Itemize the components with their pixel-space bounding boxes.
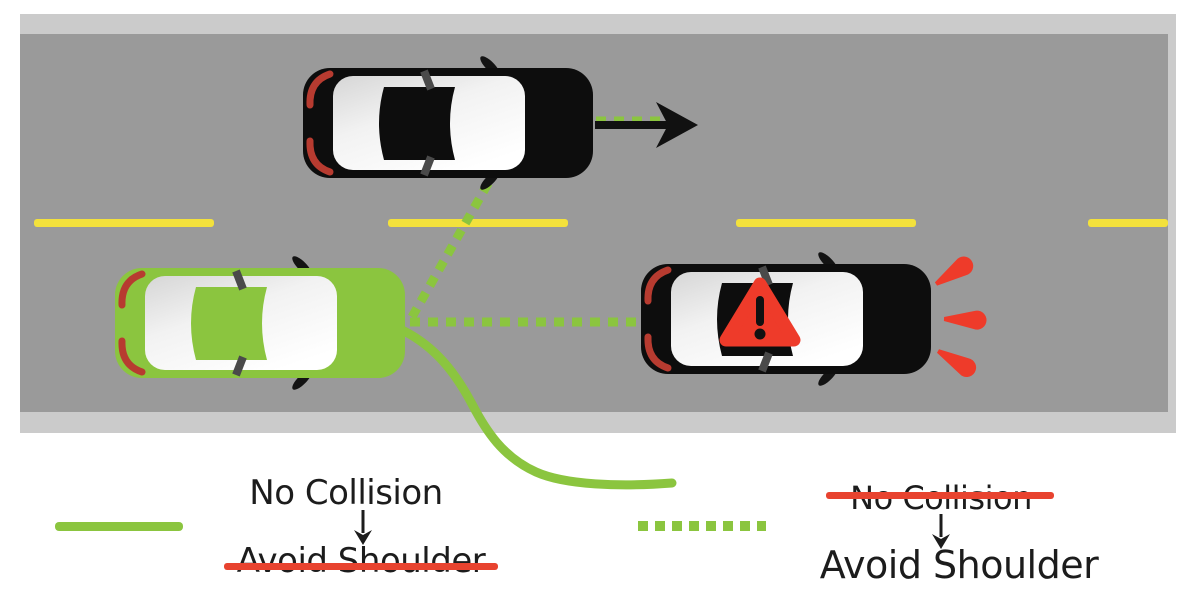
lane-markings bbox=[34, 219, 1168, 227]
strikethrough-line bbox=[224, 563, 498, 570]
lane-dash bbox=[388, 219, 568, 227]
lane-dash bbox=[34, 219, 214, 227]
down-arrow-icon bbox=[354, 510, 372, 545]
lane-dash bbox=[736, 219, 916, 227]
solid-line-swatch bbox=[55, 522, 183, 531]
solid-shoulder-path bbox=[399, 326, 677, 490]
motion-arrow-icon bbox=[595, 102, 698, 148]
strikethrough-line bbox=[826, 492, 1054, 499]
down-arrow-icon bbox=[932, 514, 950, 549]
lead-car bbox=[303, 54, 593, 193]
dotted-line-swatch bbox=[638, 521, 766, 531]
ego-car bbox=[115, 254, 405, 393]
legend-solid-bottom-label: Avoid Shoulder bbox=[236, 541, 486, 581]
lane-dash bbox=[1088, 219, 1168, 227]
dotted-path-to-lead-car bbox=[408, 177, 494, 320]
legend-solid-top-label: No Collision bbox=[249, 473, 443, 513]
legend-dotted-bottom-label: Avoid Shoulder bbox=[819, 543, 1099, 587]
warning-triangle-icon bbox=[719, 277, 801, 347]
